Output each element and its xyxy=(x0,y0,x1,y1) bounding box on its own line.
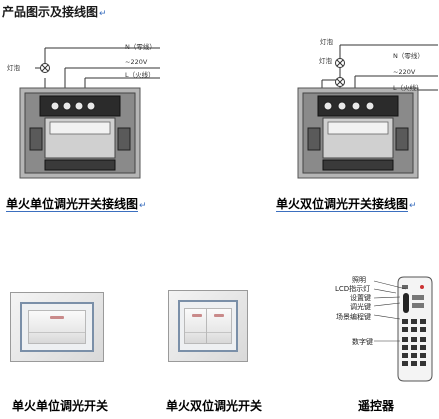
diagram-caption-double-text: 单火双位调光开关接线图 xyxy=(276,197,409,212)
remote-label-lcd: LCD指示灯 xyxy=(335,285,371,293)
remote-control-photo xyxy=(397,276,433,382)
section-title: 产品图示及接线图↵ xyxy=(2,3,107,20)
product-caption-remote-text: 遥控器 xyxy=(358,399,395,413)
remote-label-scene: 场景编程键 xyxy=(336,313,371,321)
product-caption-double: 单火双位调光开关 xyxy=(166,397,262,414)
return-mark: ↵ xyxy=(139,201,147,211)
lamp-icon xyxy=(335,77,345,87)
voltage-label: ~220V xyxy=(125,58,148,66)
remote-label-set: 设置键 xyxy=(350,294,371,302)
indicator-led xyxy=(214,314,224,317)
l-wire-label: L（火线） xyxy=(125,71,155,79)
lamp-label: 灯泡 xyxy=(7,64,20,72)
return-mark: ↵ xyxy=(409,201,417,211)
section-title-text: 产品图示及接线图 xyxy=(2,5,99,19)
return-mark: ↵ xyxy=(99,9,107,19)
switch-back-body xyxy=(297,87,419,179)
diagram-caption-single-text: 单火单位调光开关接线图 xyxy=(6,197,139,212)
product-caption-single: 单火单位调光开关 xyxy=(12,397,108,414)
remote-label-dim: 调光键 xyxy=(350,303,371,311)
voltage-label: ~220V xyxy=(393,68,416,76)
diagram-caption-double: 单火双位调光开关接线图↵ xyxy=(276,195,417,212)
lamp-label-2: 灯泡 xyxy=(319,57,332,65)
wiring-diagram-double xyxy=(297,44,438,179)
switch-frame xyxy=(20,302,94,352)
product-caption-double-text: 单火双位调光开关 xyxy=(166,399,263,413)
lamp-icon xyxy=(335,58,345,68)
lamp-label-1: 灯泡 xyxy=(320,38,333,46)
remote-leader-lines xyxy=(373,280,407,342)
wiring-diagram-single xyxy=(19,47,160,179)
single-switch-photo xyxy=(10,292,104,362)
double-switch-photo xyxy=(168,290,248,362)
diagram-caption-single: 单火单位调光开关接线图↵ xyxy=(6,195,147,212)
l-wire-label: L（火线） xyxy=(393,84,423,92)
rocker-button-right xyxy=(206,308,232,344)
indicator-led xyxy=(192,314,202,317)
n-wire-label: N（零线） xyxy=(393,52,424,60)
product-caption-remote: 遥控器 xyxy=(358,397,394,414)
lamp-icon xyxy=(40,63,50,73)
product-caption-single-text: 单火单位调光开关 xyxy=(12,399,109,413)
remote-label-digits: 数字键 xyxy=(352,338,373,346)
switch-back-body xyxy=(19,87,141,179)
remote-label-lighting: 照明 xyxy=(352,276,366,284)
indicator-led xyxy=(50,316,64,319)
rocker-button xyxy=(28,310,86,344)
switch-frame xyxy=(178,300,238,352)
rocker-button-left xyxy=(184,308,210,344)
n-wire-label: N（零线） xyxy=(125,43,156,51)
